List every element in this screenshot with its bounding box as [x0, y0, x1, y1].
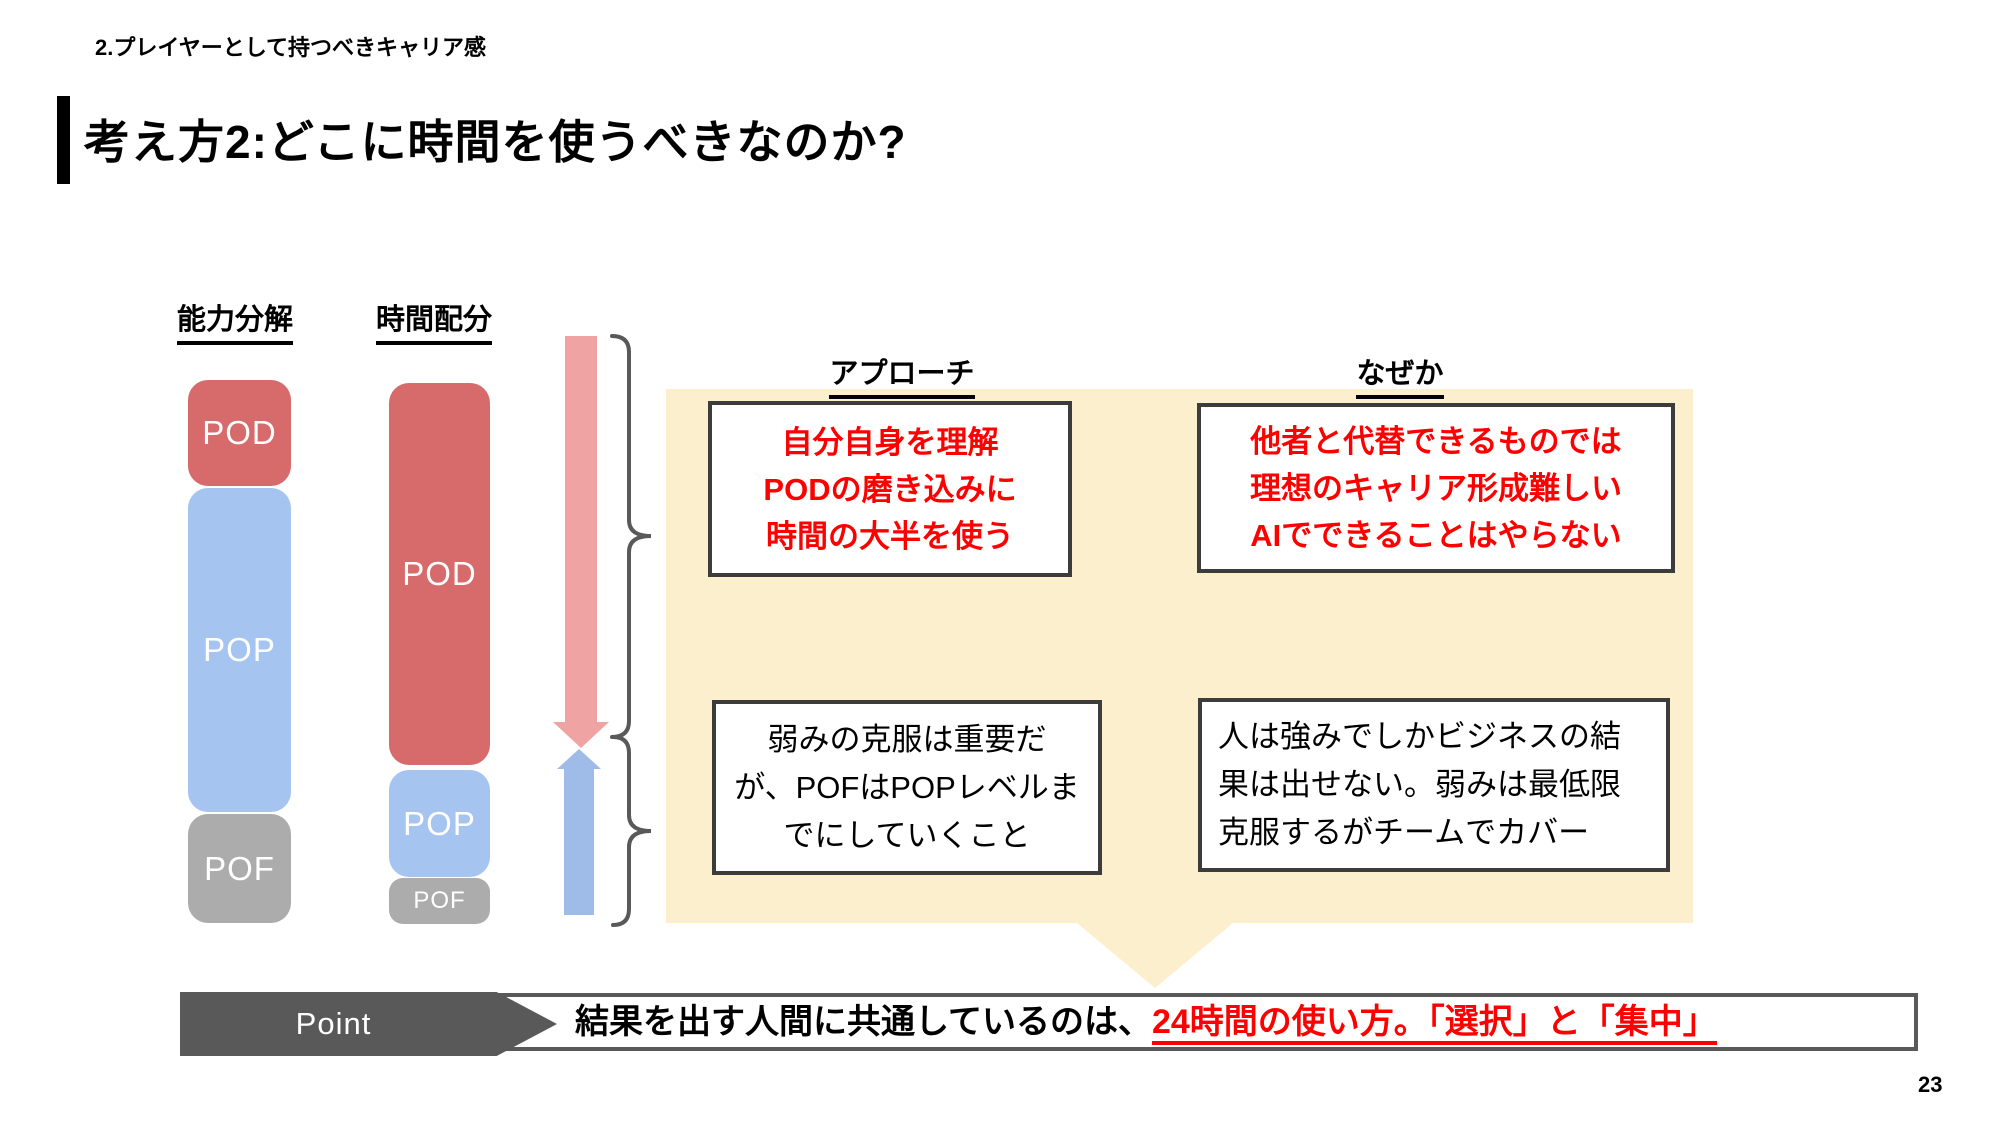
text-line: 理想のキャリア形成難しい — [1250, 470, 1622, 506]
text-line: 克服するがチームでカバー — [1218, 815, 1590, 850]
approach-heading: アプローチ — [782, 350, 1022, 399]
point-statement: 結果を出す人間に共通しているのは、24時間の使い方。「選択」と「集中」 — [575, 993, 1717, 1051]
time-reduce-arrow-shaft — [564, 769, 594, 915]
time-segment-pof: POF — [389, 878, 490, 924]
text-line: でにしていくこと — [783, 817, 1031, 853]
text-line: 弱みの克服は重要だ — [767, 721, 1047, 757]
panel-down-arrow-icon — [1077, 923, 1233, 988]
page-number: 23 — [1918, 1072, 1943, 1097]
time-bar-heading: 時間配分 — [334, 296, 534, 345]
why-heading: なぜか — [1280, 350, 1520, 399]
text-line: 果は出せない。弱みは最低限 — [1218, 767, 1621, 802]
ability-segment-pof: POF — [188, 814, 291, 923]
text-line: が、POFはPOPレベルま — [734, 769, 1080, 805]
time-segment-pod: POD — [389, 383, 490, 765]
why-bottom-box: 人は強みでしかビジネスの結 果は出せない。弱みは最低限 克服するがチームでカバー — [1198, 698, 1670, 872]
text-line: 自分自身を理解 — [781, 424, 999, 460]
point-lead-text: 結果を出す人間に共通しているのは、 — [575, 1003, 1152, 1041]
title-accent-bar — [57, 96, 70, 184]
ability-bar-heading: 能力分解 — [135, 296, 335, 345]
time-segment-pop: POP — [389, 770, 490, 877]
why-top-box: 他者と代替できるものでは 理想のキャリア形成難しい AIでできることはやらない — [1197, 403, 1675, 573]
section-eyebrow: 2.プレイヤーとして持つべきキャリア感 — [95, 35, 487, 60]
approach-bottom-box: 弱みの克服は重要だ が、POFはPOPレベルま でにしていくこと — [712, 700, 1102, 875]
point-highlight-text: 24時間の使い方。「選択」と「集中」 — [1151, 1003, 1717, 1045]
time-increase-arrow-head-icon — [553, 722, 609, 748]
time-increase-arrow-shaft — [565, 336, 597, 722]
bottom-brace-icon — [611, 735, 652, 927]
ability-segment-pop: POP — [188, 488, 291, 812]
text-line: AIでできることはやらない — [1250, 517, 1622, 553]
point-label-pentagon: Point — [180, 992, 557, 1056]
top-brace-icon — [610, 334, 652, 739]
text-line: 他者と代替できるものでは — [1250, 423, 1622, 459]
time-reduce-arrow-head-icon — [557, 749, 601, 769]
page-title: 考え方2:どこに時間を使うべきなのか? — [84, 116, 907, 168]
approach-top-box: 自分自身を理解 PODの磨き込みに 時間の大半を使う — [708, 401, 1072, 577]
text-line: PODの磨き込みに — [763, 471, 1017, 507]
text-line: 人は強みでしかビジネスの結 — [1218, 719, 1621, 754]
point-label: Point — [295, 1006, 372, 1041]
text-line: 時間の大半を使う — [766, 518, 1014, 554]
ability-segment-pod: POD — [188, 380, 291, 486]
